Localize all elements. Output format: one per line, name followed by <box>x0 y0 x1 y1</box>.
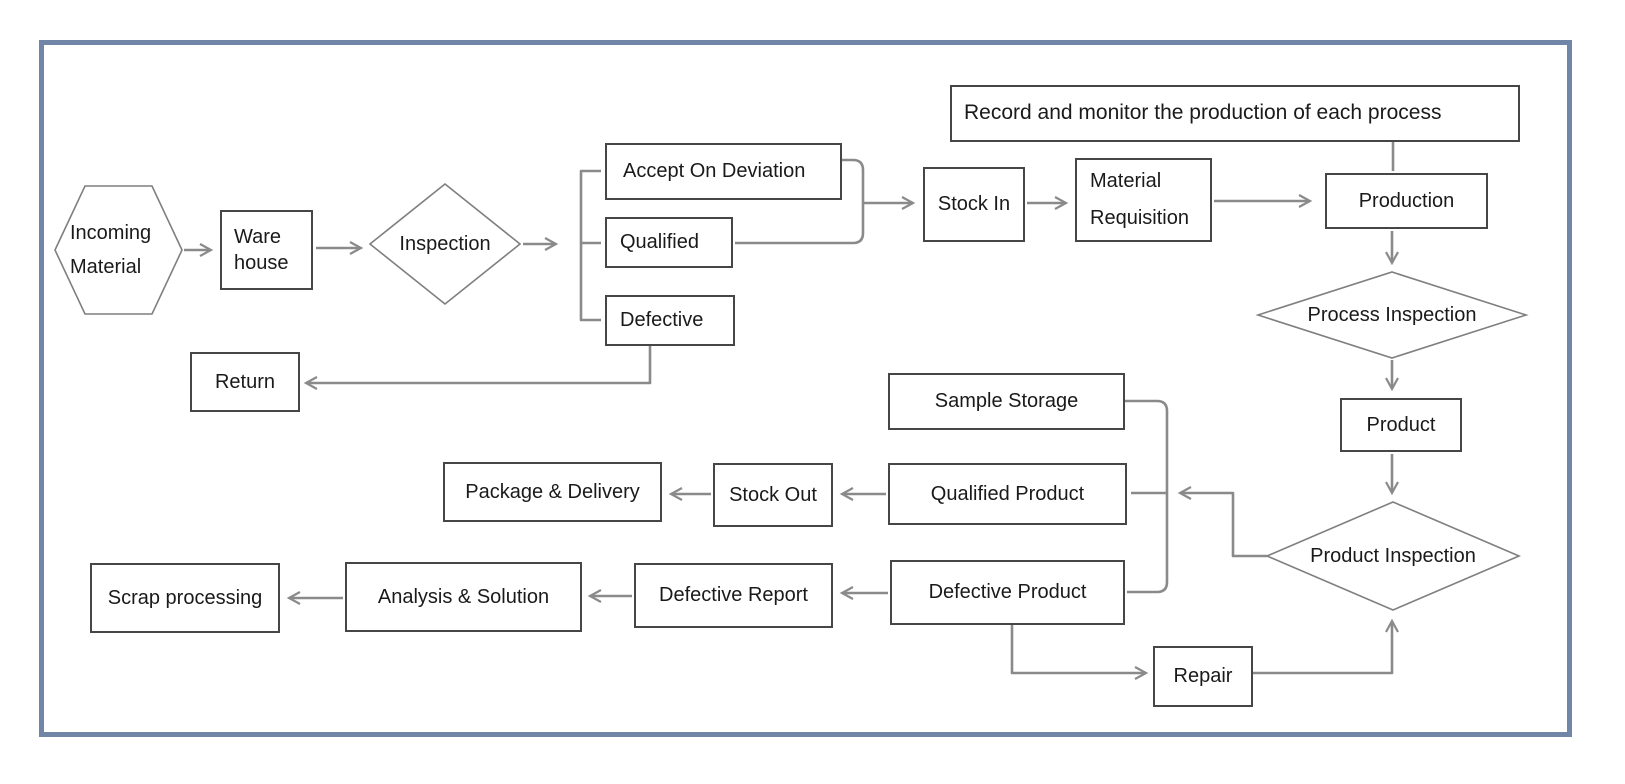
node-accept-on-deviation: Accept On Deviation <box>605 143 842 200</box>
node-stock-out: Stock Out <box>713 463 833 527</box>
node-defective-product: Defective Product <box>890 560 1125 625</box>
connector-defective-to-return <box>303 346 652 390</box>
node-warehouse: Ware house <box>220 210 313 290</box>
node-analysis-solution: Analysis & Solution <box>345 562 582 632</box>
node-scrap-processing: Scrap processing <box>90 563 280 633</box>
node-return: Return <box>190 352 300 412</box>
node-product-inspection-label: Product Inspection <box>1310 544 1476 567</box>
merge-bracket-accept-qualified <box>735 158 865 245</box>
results-bracket-product <box>1125 399 1169 594</box>
node-product: Product <box>1340 398 1462 452</box>
node-process-inspection-label: Process Inspection <box>1307 303 1477 326</box>
node-inspection-label: Inspection <box>399 232 491 255</box>
node-stock-in: Stock In <box>923 167 1025 242</box>
product-inspection-diamond <box>1264 501 1522 611</box>
node-package-delivery: Package & Delivery <box>443 462 662 522</box>
node-production: Production <box>1325 173 1488 229</box>
node-defective-report: Defective Report <box>634 563 833 628</box>
node-record-monitor: Record and monitor the production of eac… <box>950 85 1520 142</box>
slide-border <box>39 40 1572 737</box>
node-sample-storage: Sample Storage <box>888 373 1125 430</box>
node-material-requisition: Material Requisition <box>1075 158 1212 242</box>
node-incoming-material-label: Incoming Material <box>70 222 152 278</box>
connector-defectiveproduct-to-repair <box>1010 625 1149 680</box>
branch-bracket-inspection-results <box>579 169 601 322</box>
process-inspection-diamond <box>1255 271 1529 359</box>
incoming-material-hexagon <box>54 185 183 315</box>
node-qualified-product: Qualified Product <box>888 463 1127 525</box>
inspection-diamond <box>368 182 522 306</box>
node-defective: Defective <box>605 295 735 346</box>
connector-repair-to-productinspection <box>1253 618 1399 675</box>
node-qualified: Qualified <box>605 217 733 268</box>
connector-productinspection-to-results <box>1177 486 1267 558</box>
node-repair: Repair <box>1153 646 1253 707</box>
